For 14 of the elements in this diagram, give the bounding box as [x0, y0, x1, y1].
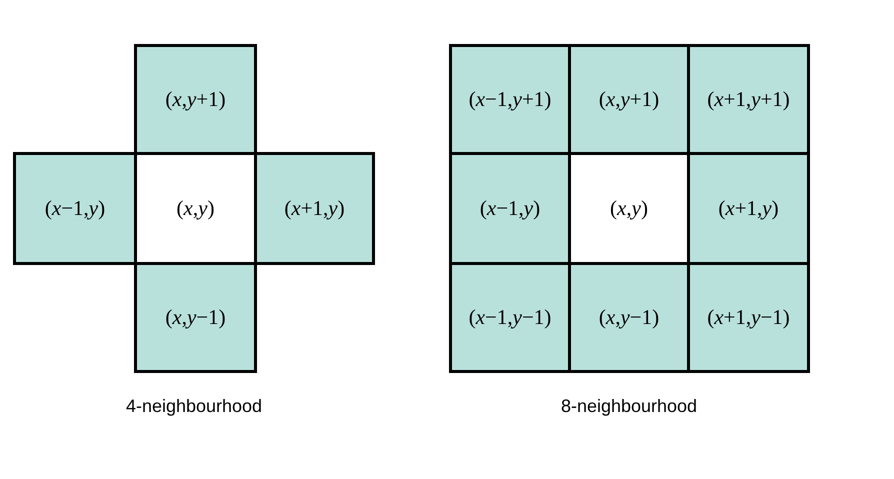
caption: 8-neighbourhood [560, 396, 698, 417]
neighbour-cell: (x,y−1) [568, 262, 690, 373]
neighbour-cell: (x−1,y) [13, 152, 137, 265]
neighbour-cell: (x−1,y+1) [449, 44, 571, 155]
neighbour-cell: (x+1,y+1) [687, 44, 810, 155]
neighbour-cell: (x+1,y−1) [687, 262, 810, 373]
neighbour-cell: (x,y−1) [134, 262, 257, 373]
neighbour-cell: (x+1,y) [687, 152, 810, 265]
neighbour-cell: (x,y+1) [568, 44, 690, 155]
neighbour-cell: (x+1,y) [254, 152, 375, 265]
neighbour-cell: (x−1,y−1) [449, 262, 571, 373]
neighbour-cell: (x−1,y) [449, 152, 571, 265]
caption: 4-neighbourhood [126, 396, 262, 417]
neighbour-cell: (x,y+1) [134, 44, 257, 155]
